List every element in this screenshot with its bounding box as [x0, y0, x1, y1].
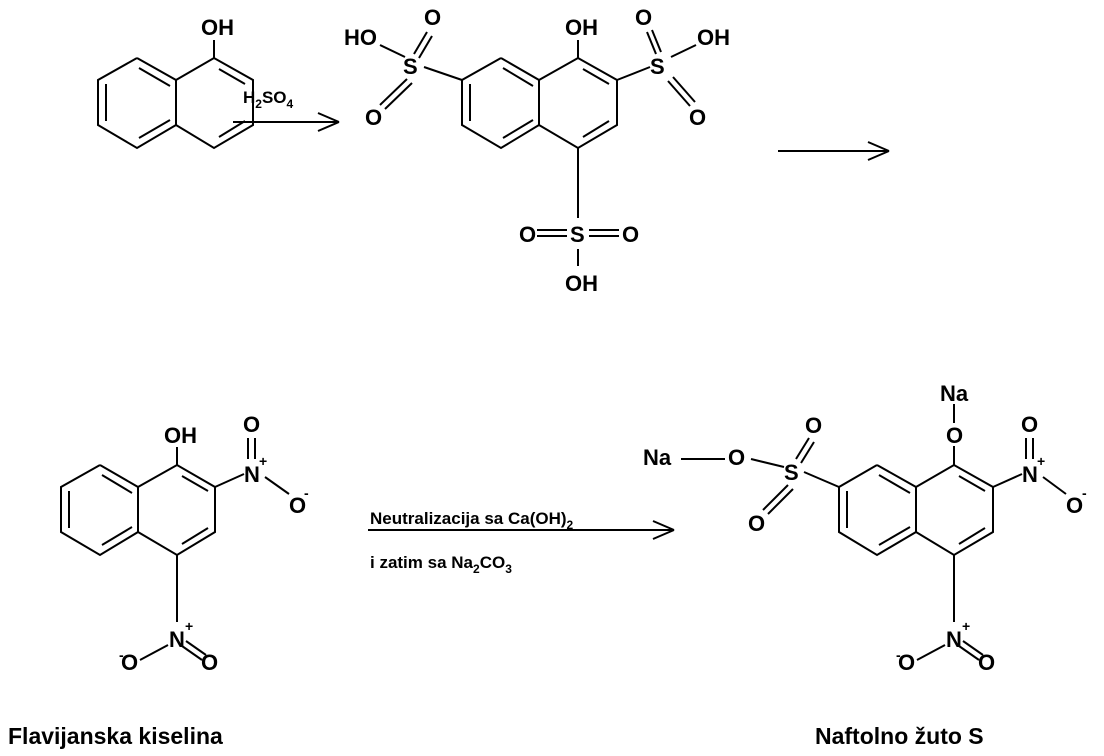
oxygen-label: O — [898, 650, 915, 675]
sulfur-label: S — [570, 222, 585, 247]
oxygen-label: O — [201, 650, 218, 675]
condition-line-2: i zatim sa Na2CO3 — [370, 553, 512, 576]
oxygen-label: O — [805, 413, 822, 438]
oh-label: OH — [164, 423, 197, 448]
sulfur-label: S — [784, 460, 799, 485]
condition-line-1: Neutralizacija sa Ca(OH)2 — [370, 509, 574, 532]
oh-label: OH — [565, 15, 598, 40]
oxygen-label: O — [519, 222, 536, 247]
plus-charge: + — [185, 618, 193, 634]
oh-label: OH — [565, 271, 598, 296]
oxygen-label: O — [748, 511, 765, 536]
oxygen-label: O — [289, 493, 306, 518]
oxygen-label: O — [1021, 412, 1038, 437]
plus-charge: + — [962, 618, 970, 634]
nitrogen-label: N — [946, 627, 962, 652]
molecule-1-naphthol: OH — [97, 15, 254, 150]
reaction-arrow-2 — [778, 141, 890, 161]
sulfur-label: S — [403, 54, 418, 79]
sodium-label: Na — [643, 445, 672, 470]
nitrogen-label: N — [1022, 462, 1038, 487]
oxygen-label: O — [1066, 493, 1083, 518]
molecule-naphthol-trisulfonic-acid: OH S HO O O S OH O O S O O OH — [344, 5, 730, 296]
sodium-label: Na — [940, 381, 969, 406]
oxygen-label: O — [728, 445, 745, 470]
reagent-h2so4: H2SO4 — [243, 88, 294, 111]
minus-charge: - — [119, 647, 124, 663]
oxygen-label: O — [424, 5, 441, 30]
caption-naphthol-yellow-s: Naftolno žuto S — [815, 723, 984, 749]
caption-flavianic-acid: Flavijanska kiselina — [8, 723, 223, 749]
oh-label: OH — [697, 25, 730, 50]
minus-charge: - — [304, 485, 309, 501]
molecule-naphthol-yellow-s: O Na S O Na O O N + O O - N + O - O — [643, 381, 1087, 675]
sulfur-label: S — [650, 54, 665, 79]
oxygen-label: O — [635, 5, 652, 30]
minus-charge: - — [1082, 485, 1087, 501]
oxygen-label: O — [243, 412, 260, 437]
oxygen-label: O — [365, 105, 382, 130]
reaction-arrow-1 — [233, 112, 340, 132]
plus-charge: + — [259, 453, 267, 469]
nitrogen-label: N — [244, 462, 260, 487]
oh-label: OH — [201, 15, 234, 40]
plus-charge: + — [1037, 453, 1045, 469]
oxygen-label: O — [946, 423, 963, 448]
minus-charge: - — [896, 647, 901, 663]
nitrogen-label: N — [169, 627, 185, 652]
oxygen-label: O — [622, 222, 639, 247]
ho-label: HO — [344, 25, 377, 50]
oxygen-label: O — [121, 650, 138, 675]
oxygen-label: O — [978, 650, 995, 675]
molecule-flavianic-acid: OH N + O O - N + O - O — [60, 412, 309, 675]
reaction-arrow-3 — [368, 520, 675, 540]
oxygen-label: O — [689, 105, 706, 130]
